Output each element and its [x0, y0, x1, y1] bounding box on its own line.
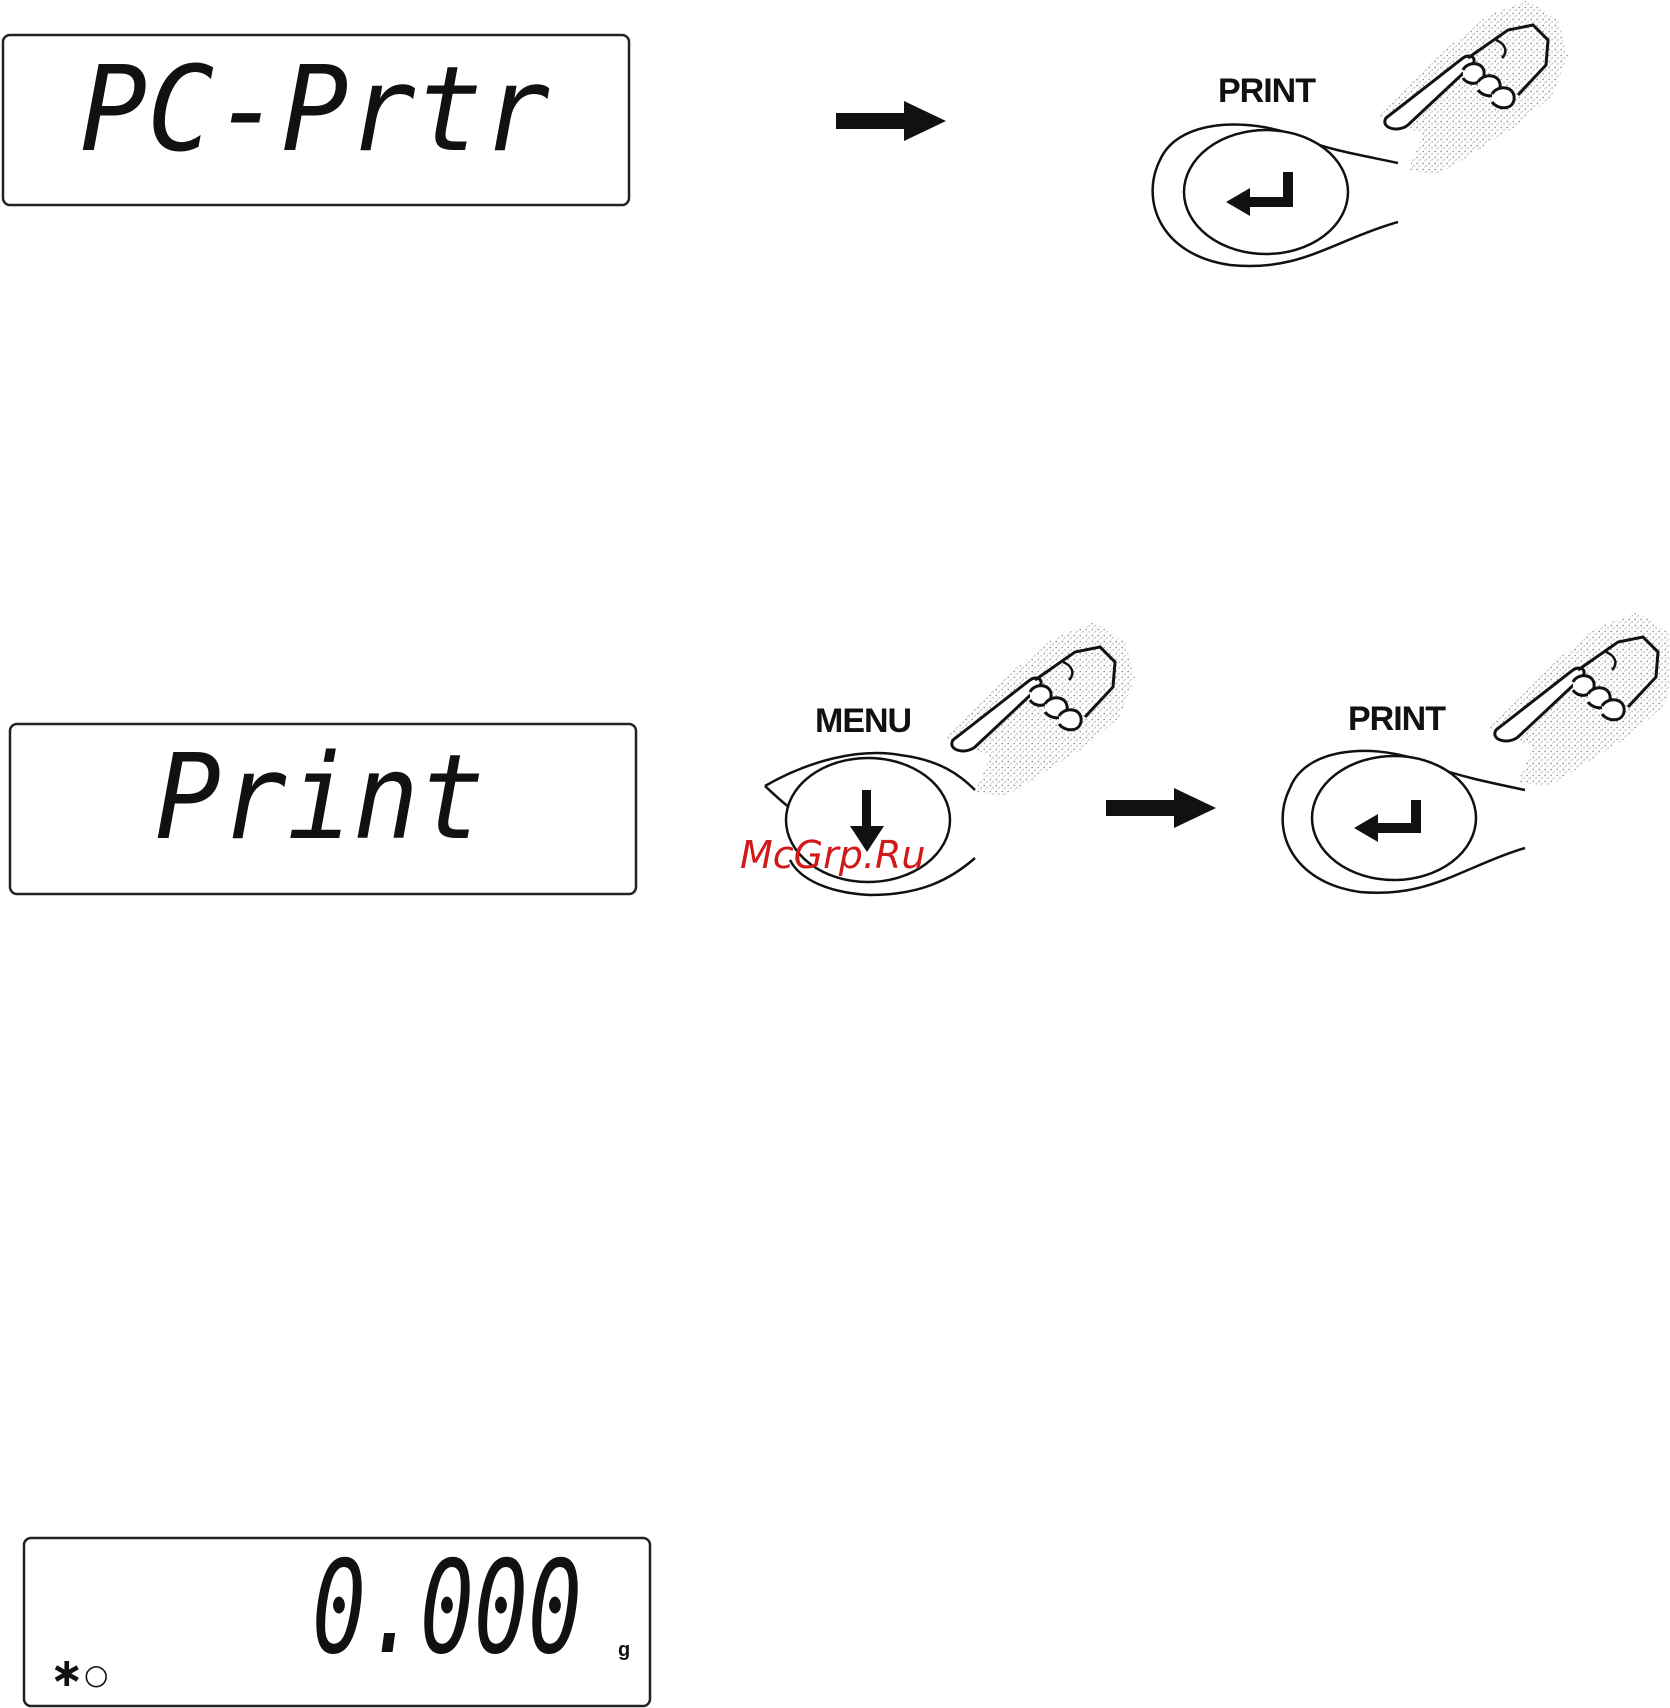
lcd-text-print: Print — [155, 728, 485, 866]
print-key-label: PRINT — [1218, 72, 1316, 110]
menu-key-label: MENU — [815, 702, 911, 740]
pointing-hand-icon — [1378, 0, 1568, 175]
watermark-text: McGrp.Ru — [740, 833, 925, 877]
lcd-text-pc-prtr: PC-Prtr — [80, 40, 550, 178]
step3-display: 0.000 g ∗ ○ — [24, 1534, 650, 1706]
circle-indicator-icon: ○ — [84, 1658, 108, 1691]
step2-display: Print — [10, 724, 636, 894]
stability-star-icon: ∗ — [50, 1650, 84, 1696]
print-key-step2[interactable]: PRINT — [1283, 700, 1525, 893]
lcd-unit: g — [618, 1639, 630, 1661]
step1-display: PC-Prtr — [3, 35, 629, 205]
right-arrow-icon-step2 — [1106, 788, 1216, 828]
pointing-hand-icon-menu — [945, 622, 1135, 797]
right-arrow-icon — [836, 101, 946, 141]
lcd-weight-value: 0.000 — [312, 1534, 582, 1683]
print-key-label-step2: PRINT — [1348, 700, 1446, 738]
print-key-step1[interactable]: PRINT — [1153, 72, 1398, 266]
pointing-hand-icon-print2 — [1488, 612, 1670, 787]
